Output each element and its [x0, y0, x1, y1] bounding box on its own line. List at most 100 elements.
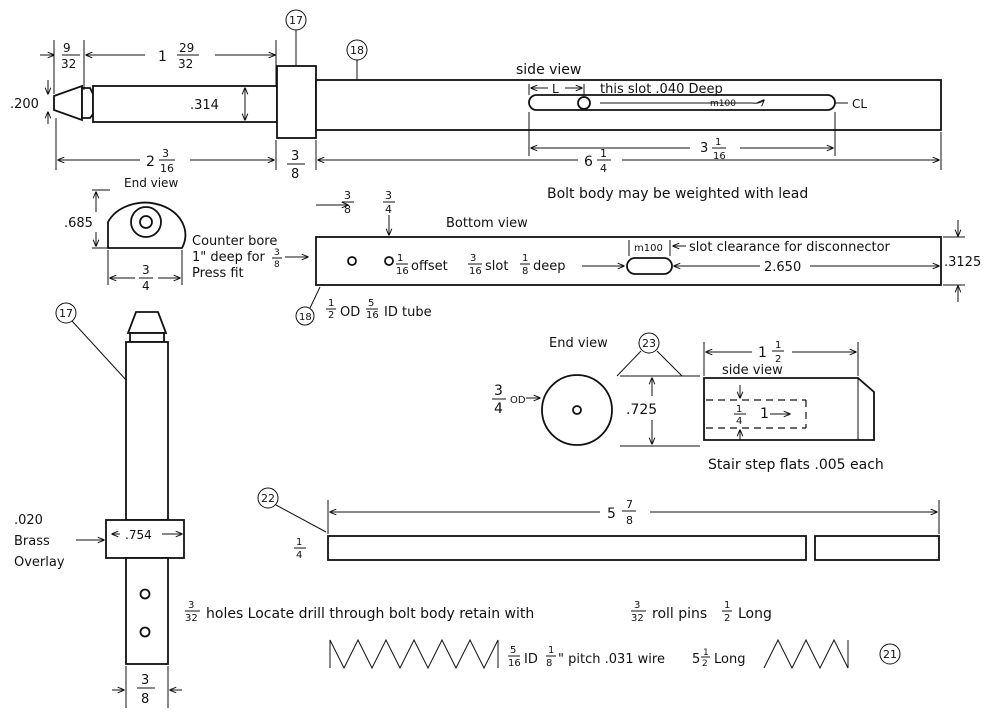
part-17-shaft: [125, 341, 169, 521]
bottom-hole-2: [384, 256, 394, 266]
svg-text:3: 3: [470, 253, 476, 264]
svg-text:8: 8: [522, 266, 528, 277]
svg-text:Counter bore: Counter bore: [192, 234, 277, 249]
part-22-rod: 22 5 7 8 1 4: [257, 487, 940, 561]
svg-text:3: 3: [385, 189, 392, 202]
svg-text:1: 1: [296, 537, 302, 548]
dim-3-1-16-den: 16: [713, 151, 726, 162]
side-view-title: side view: [516, 62, 581, 78]
svg-text:8: 8: [344, 203, 351, 216]
slot-hole: [577, 96, 591, 110]
svg-text:16: 16: [508, 658, 521, 669]
svg-text:OD: OD: [340, 305, 360, 320]
svg-text:1: 1: [775, 340, 781, 351]
svg-text:3: 3: [274, 248, 280, 258]
svg-text:slot clearance for disconnecto: slot clearance for disconnector: [689, 240, 891, 255]
spring: 5 16 ID 1 8 " pitch .031 wire 5 1 2 Long…: [329, 638, 901, 670]
svg-text:4: 4: [736, 416, 742, 427]
svg-text:23: 23: [642, 337, 656, 350]
svg-text:1: 1: [397, 253, 403, 264]
svg-text:ID: ID: [524, 652, 538, 667]
svg-text:1: 1: [760, 406, 769, 422]
svg-text:.020: .020: [14, 513, 43, 528]
svg-text:1: 1: [703, 648, 709, 658]
svg-text:Press fit: Press fit: [192, 266, 244, 281]
dim-6-1-4-whole: 6: [584, 154, 593, 170]
part-17-block: [276, 65, 317, 139]
svg-text:4: 4: [385, 203, 392, 216]
callout-18-bottom: 18 1 2 OD 5 16 ID tube: [295, 286, 432, 326]
svg-text:7: 7: [626, 498, 633, 511]
svg-text:5: 5: [607, 506, 616, 522]
part-23-side-view: [703, 377, 875, 441]
part-23-views: End view 23 3 4 OD .725 side view 1 4 1: [492, 332, 884, 473]
svg-text:holes Locate drill through bol: holes Locate drill through bolt body ret…: [206, 606, 534, 622]
callout-17-left: 17: [59, 307, 73, 320]
part-17-end: [125, 557, 169, 665]
svg-text:Overlay: Overlay: [14, 555, 65, 570]
counterbore-note: Counter bore 1" deep for 3 8 Press fit: [192, 234, 308, 281]
svg-text:22: 22: [261, 492, 275, 505]
svg-text:1: 1: [328, 298, 334, 309]
dim-3-1-16-whole: 3: [700, 141, 708, 156]
dim-200: .200: [10, 80, 48, 124]
bottom-slot: [626, 257, 673, 275]
svg-text:Long: Long: [738, 606, 772, 622]
svg-text:.754: .754: [125, 528, 152, 542]
end-view-title: End view: [124, 176, 178, 190]
bottom-view-title: Bottom view: [446, 216, 528, 231]
svg-text:4: 4: [494, 401, 503, 417]
dim-3-8-a-num: 3: [291, 149, 299, 164]
part-17-vertical: 17 .754 .020 Brass Overlay 3 8: [14, 302, 185, 708]
callout-18-top: 18: [346, 39, 368, 80]
dim-6-1-4-num: 1: [600, 147, 607, 160]
svg-text:2: 2: [702, 659, 708, 669]
spring-coils-left: [329, 638, 499, 670]
stair-step-note: Stair step flats .005 each: [708, 457, 884, 473]
bolt-neck: [81, 87, 94, 119]
dim-1-29-32-num: 29: [179, 41, 194, 55]
svg-text:5: 5: [368, 298, 374, 309]
dim-314: .314: [190, 88, 245, 120]
dim-L: L: [528, 82, 585, 97]
svg-text:m100: m100: [634, 243, 663, 254]
bolt-stem: [92, 85, 278, 123]
bottom-view: Bottom view 3 8 3 4 1 16 offset 3 16 slo…: [315, 189, 981, 302]
svg-text:1: 1: [522, 253, 528, 264]
dim-314-label: .314: [190, 98, 219, 113]
svg-text:slot: slot: [485, 259, 508, 274]
dim-1-29-32-den: 32: [178, 57, 193, 71]
dim-6-1-4-den: 4: [600, 162, 607, 175]
dim-3-8-a-den: 8: [291, 167, 299, 182]
bottom-hole-1: [347, 256, 357, 266]
svg-text:2: 2: [328, 310, 334, 321]
bolt-tip: [53, 84, 83, 122]
svg-text:3: 3: [188, 600, 194, 611]
svg-text:8: 8: [274, 260, 280, 270]
dim-2-3-16-num: 3: [162, 147, 169, 160]
dim-3-1-16-num: 1: [715, 137, 721, 148]
svg-text:End view: End view: [549, 336, 608, 351]
svg-text:roll pins: roll pins: [652, 606, 707, 622]
svg-text:32: 32: [631, 613, 644, 624]
svg-text:1: 1: [736, 404, 742, 415]
svg-text:5: 5: [692, 652, 700, 667]
svg-text:" pitch .031 wire: " pitch .031 wire: [558, 652, 665, 667]
svg-text:1" deep for: 1" deep for: [192, 250, 266, 265]
callout-21: 21: [883, 648, 897, 661]
dim-9-32-num: 9: [63, 41, 71, 55]
dim-2-3-16-den: 16: [160, 162, 174, 175]
svg-text:16: 16: [396, 266, 409, 277]
svg-text:Long: Long: [714, 652, 745, 667]
spring-coils-right: [763, 638, 849, 670]
dim-3-8-block: 3 8: [287, 140, 317, 182]
pin-hole-1: [139, 588, 151, 600]
svg-text:offset: offset: [411, 259, 448, 274]
svg-text:2: 2: [775, 354, 781, 365]
svg-text:Brass: Brass: [14, 534, 50, 549]
dim-3-4-a-num: 3: [142, 263, 150, 277]
svg-text:18: 18: [299, 312, 312, 323]
svg-text:8: 8: [546, 658, 552, 669]
dim-200-label: .200: [10, 97, 39, 112]
